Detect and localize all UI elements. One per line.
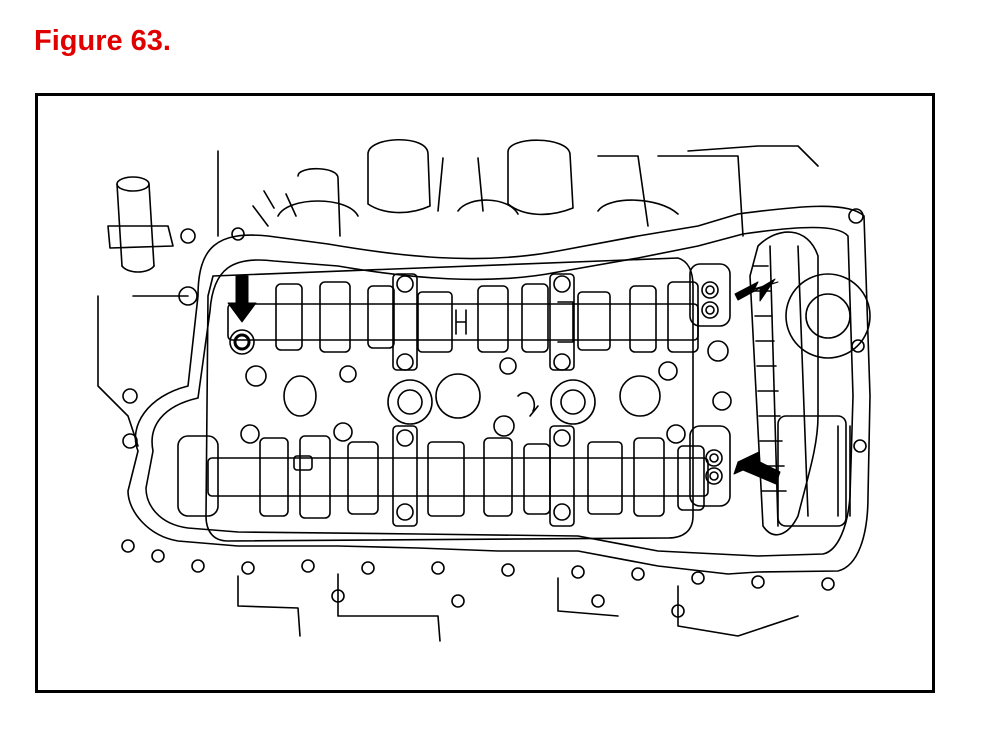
head-perimeter <box>205 257 694 542</box>
cylinder-head-illustration <box>97 138 871 642</box>
exhaust-camshaft <box>177 435 709 519</box>
intake-runners <box>217 138 819 237</box>
arrow-left-icon-lower <box>733 451 781 485</box>
figure-title: Figure 63. <box>34 25 171 57</box>
lower-block <box>237 573 799 642</box>
gasket-outline-inner <box>145 226 854 557</box>
left-cam-bolt <box>229 329 255 355</box>
vvt-bolts <box>689 263 732 507</box>
gasket-outline-outer <box>127 205 871 575</box>
arrow-down-icon <box>227 275 257 323</box>
diagram-frame <box>35 93 935 693</box>
arrow-left-icon <box>734 278 779 302</box>
spark-plug-wells <box>240 357 686 444</box>
perimeter-bolts <box>121 208 867 591</box>
camshaft-bearing-caps <box>392 273 575 527</box>
intake-camshaft <box>227 281 699 353</box>
coolant-outlet-pipe <box>97 176 189 447</box>
